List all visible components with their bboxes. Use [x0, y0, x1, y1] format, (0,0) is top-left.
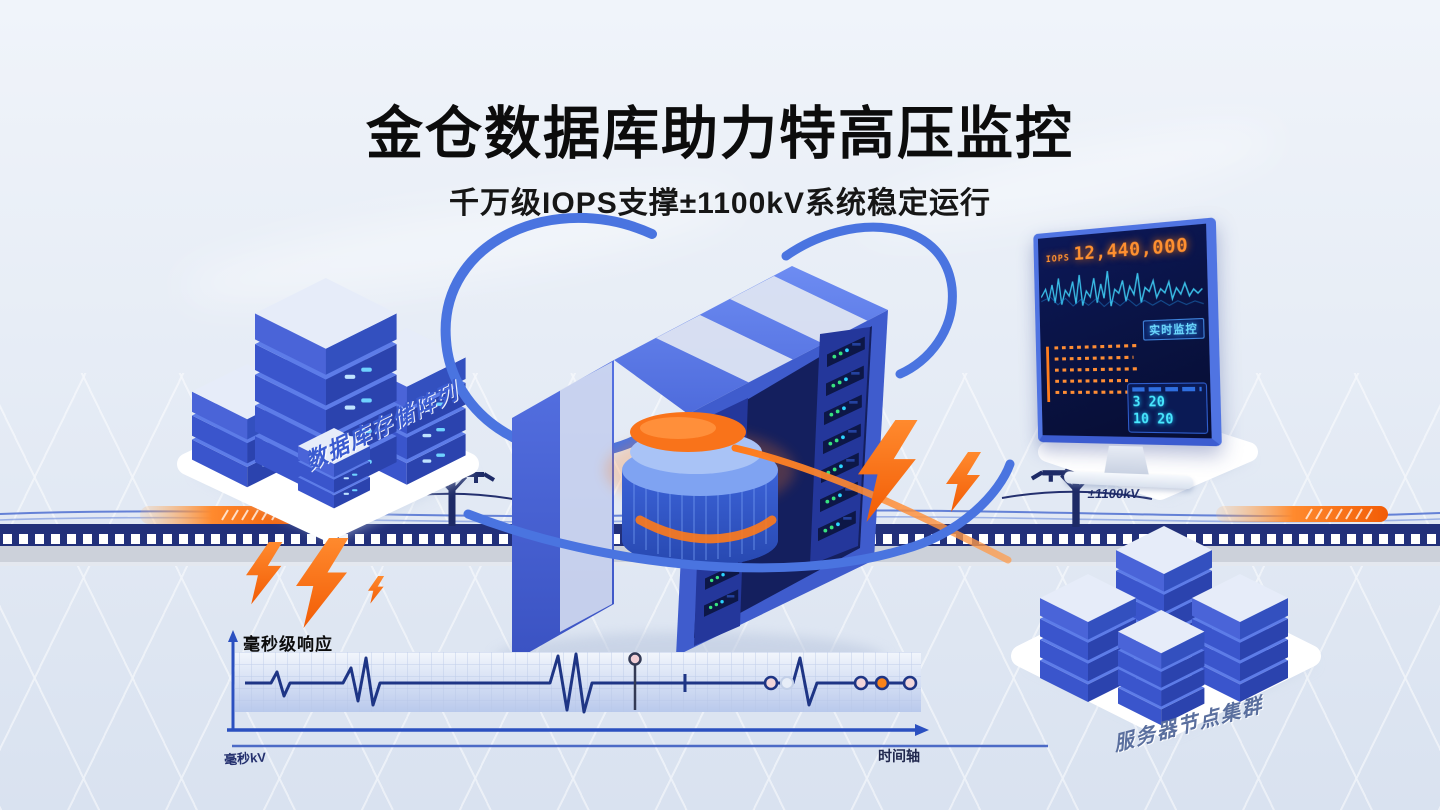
stat-readout: 3 20 10 20: [1127, 381, 1209, 434]
ecg-waveform: [245, 652, 917, 714]
monitor-stand-base: [1063, 471, 1194, 490]
chassis-straps: [656, 276, 870, 384]
response-chart: 毫秒级响应: [215, 628, 939, 758]
response-chart-canvas: [227, 630, 929, 736]
speed-streak-right: [1216, 506, 1388, 522]
log-row: [1055, 390, 1138, 394]
x-axis-start-label: 毫秒kV: [223, 749, 267, 768]
waveform-markers: [628, 652, 918, 710]
server-cluster-illustration: [1011, 526, 1321, 739]
stat-bottom: 10 20: [1132, 411, 1174, 428]
chart-title: 毫秒级响应: [243, 635, 333, 654]
page-subtitle: 千万级IOPS支撑±1100kV系统稳定运行: [449, 187, 991, 220]
y-axis-arrow: [228, 630, 238, 642]
log-row: [1054, 355, 1134, 361]
page-title: 金仓数据库助力特高压监控: [366, 102, 1074, 166]
realtime-badge: 实时监控: [1142, 317, 1205, 341]
stat-pills: [1132, 386, 1202, 392]
monitor-stand-neck: [1104, 446, 1149, 475]
stat-top: 3 20: [1132, 394, 1166, 411]
x-axis-end-label: 时间轴: [878, 748, 920, 764]
log-row: [1054, 367, 1142, 372]
dashboard-screen: IOPS 12,440,000 实时监控 3 20 10 20: [1033, 217, 1222, 447]
monitoring-screen: IOPS 12,440,000 实时监控 3 20 10 20: [1033, 217, 1223, 499]
iops-label: IOPS: [1045, 253, 1070, 266]
x-axis-arrow: [915, 724, 929, 736]
data-cable-front: [463, 459, 1015, 573]
central-server-chassis: [495, 266, 1012, 684]
log-row: [1055, 378, 1128, 383]
log-row: [1054, 343, 1139, 350]
storage-array-illustration: [177, 278, 479, 541]
database-cylinder: [622, 412, 778, 566]
